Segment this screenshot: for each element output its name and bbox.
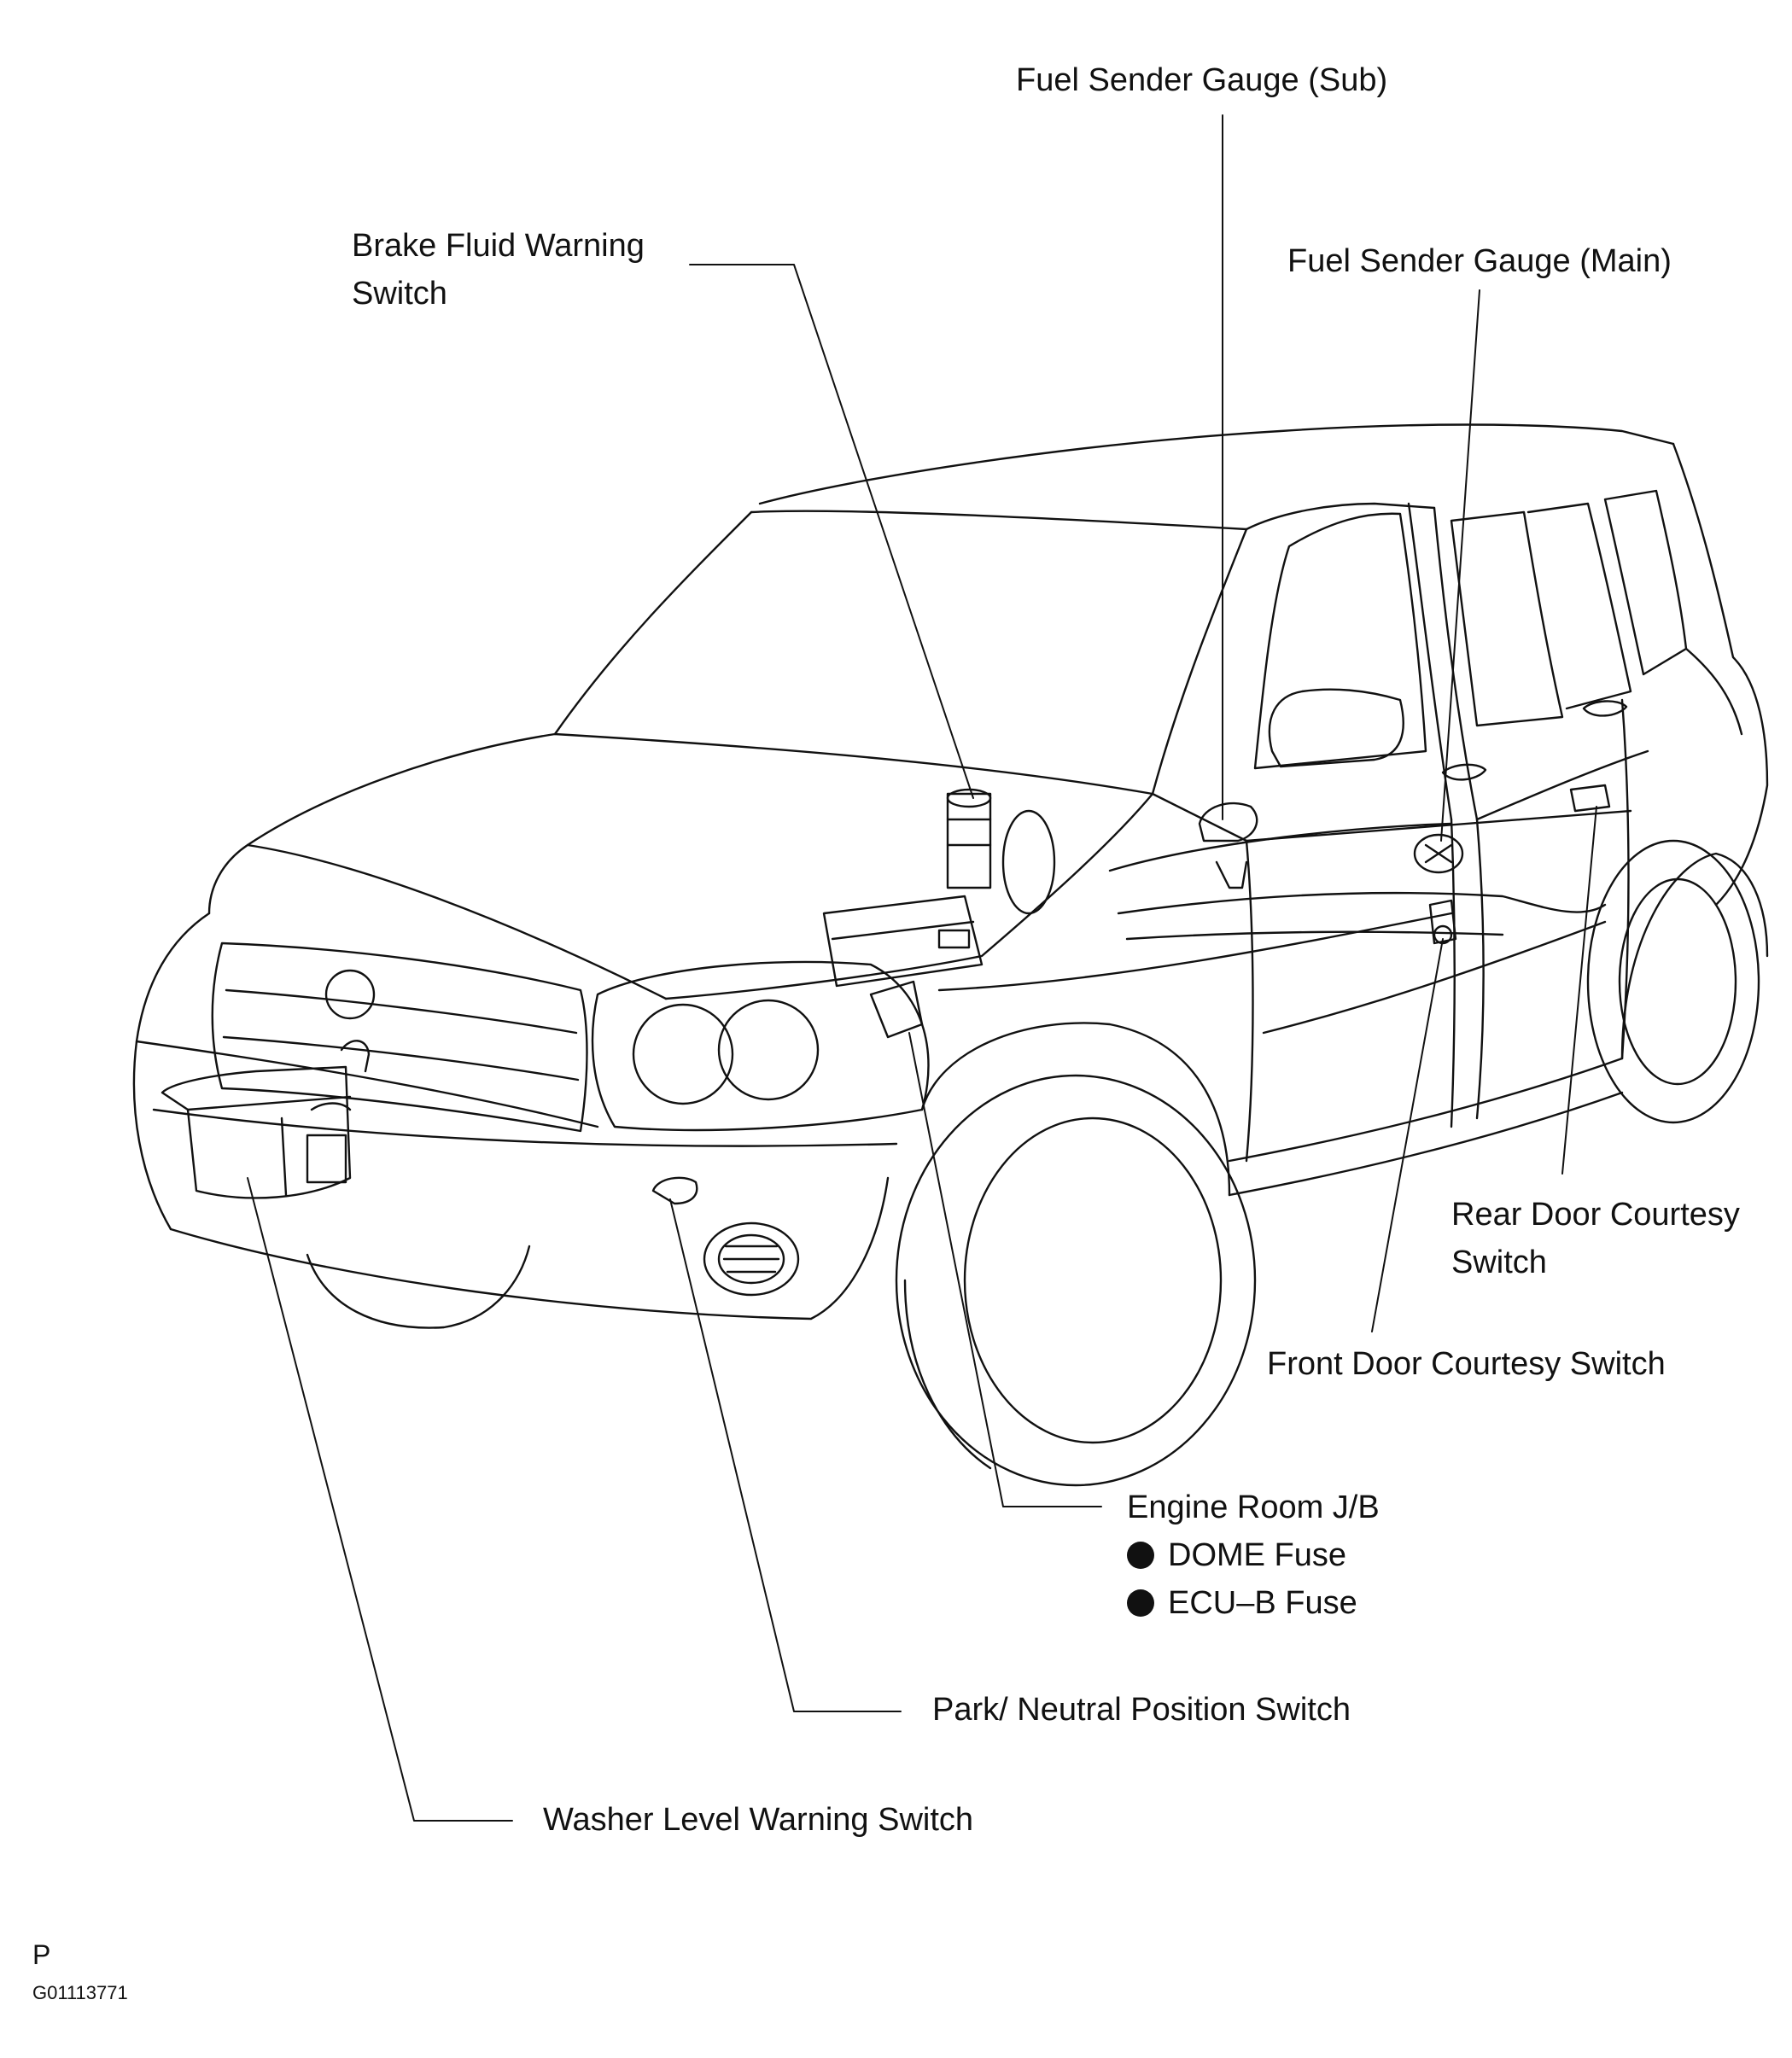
footer-code-letter: P: [32, 1939, 51, 1970]
label-dome-fuse: DOME Fuse: [1168, 1537, 1347, 1573]
footer-figure-id: G01113771: [32, 1982, 128, 2003]
label-fuel-sender-main: Fuel Sender Gauge (Main): [1287, 243, 1672, 279]
fuse-item-ecu-b: ECU–B Fuse: [1127, 1579, 1380, 1627]
bullet-icon: [1127, 1542, 1154, 1569]
label-washer-level-warning-switch: Washer Level Warning Switch: [543, 1802, 974, 1838]
fuel-sender-main-drawing: [1413, 833, 1464, 874]
washer-tank-drawing: [161, 1040, 371, 1199]
leader-front-door: [1371, 938, 1444, 1332]
leader-lines: [247, 114, 1597, 1822]
label-brake-fluid-line2: Switch: [352, 276, 447, 312]
fuse-item-dome: DOME Fuse: [1127, 1531, 1380, 1579]
label-fuel-sender-sub: Fuel Sender Gauge (Sub): [1016, 62, 1388, 98]
fuel-sender-sub-drawing: [1198, 802, 1258, 889]
front-door-courtesy-switch-drawing: [1428, 899, 1457, 945]
bullet-icon: [1127, 1589, 1154, 1617]
label-brake-fluid-warning-switch: Brake Fluid Warning Switch: [352, 222, 645, 318]
label-ecu-b-fuse: ECU–B Fuse: [1168, 1585, 1357, 1621]
label-brake-fluid-line1: Brake Fluid Warning: [352, 228, 645, 264]
label-engine-room-title: Engine Room J/B: [1127, 1490, 1380, 1525]
rear-door-courtesy-switch-drawing: [1569, 784, 1611, 813]
leader-engine-room: [908, 1032, 1102, 1507]
brake-master-cylinder-drawing: [946, 788, 1056, 915]
vehicle-body-drawing: [132, 423, 1769, 1487]
leader-park-neutral: [669, 1198, 902, 1712]
park-neutral-switch-drawing: [651, 1176, 698, 1205]
leader-washer-level: [247, 1177, 513, 1822]
label-rear-door-courtesy-switch: Rear Door Courtesy Switch: [1451, 1191, 1740, 1286]
label-rear-door-line2: Switch: [1451, 1245, 1547, 1280]
label-park-neutral-position-switch: Park/ Neutral Position Switch: [932, 1692, 1351, 1728]
leader-fuel-main: [1440, 289, 1480, 842]
label-rear-door-line1: Rear Door Courtesy: [1451, 1197, 1740, 1233]
label-front-door-courtesy-switch: Front Door Courtesy Switch: [1267, 1346, 1666, 1382]
label-engine-room-jb: Engine Room J/B DOME Fuse ECU–B Fuse: [1127, 1484, 1380, 1627]
leader-brake-fluid: [689, 264, 974, 799]
engine-room-junction-block-drawing: [822, 895, 984, 1039]
leader-rear-door: [1561, 806, 1597, 1175]
